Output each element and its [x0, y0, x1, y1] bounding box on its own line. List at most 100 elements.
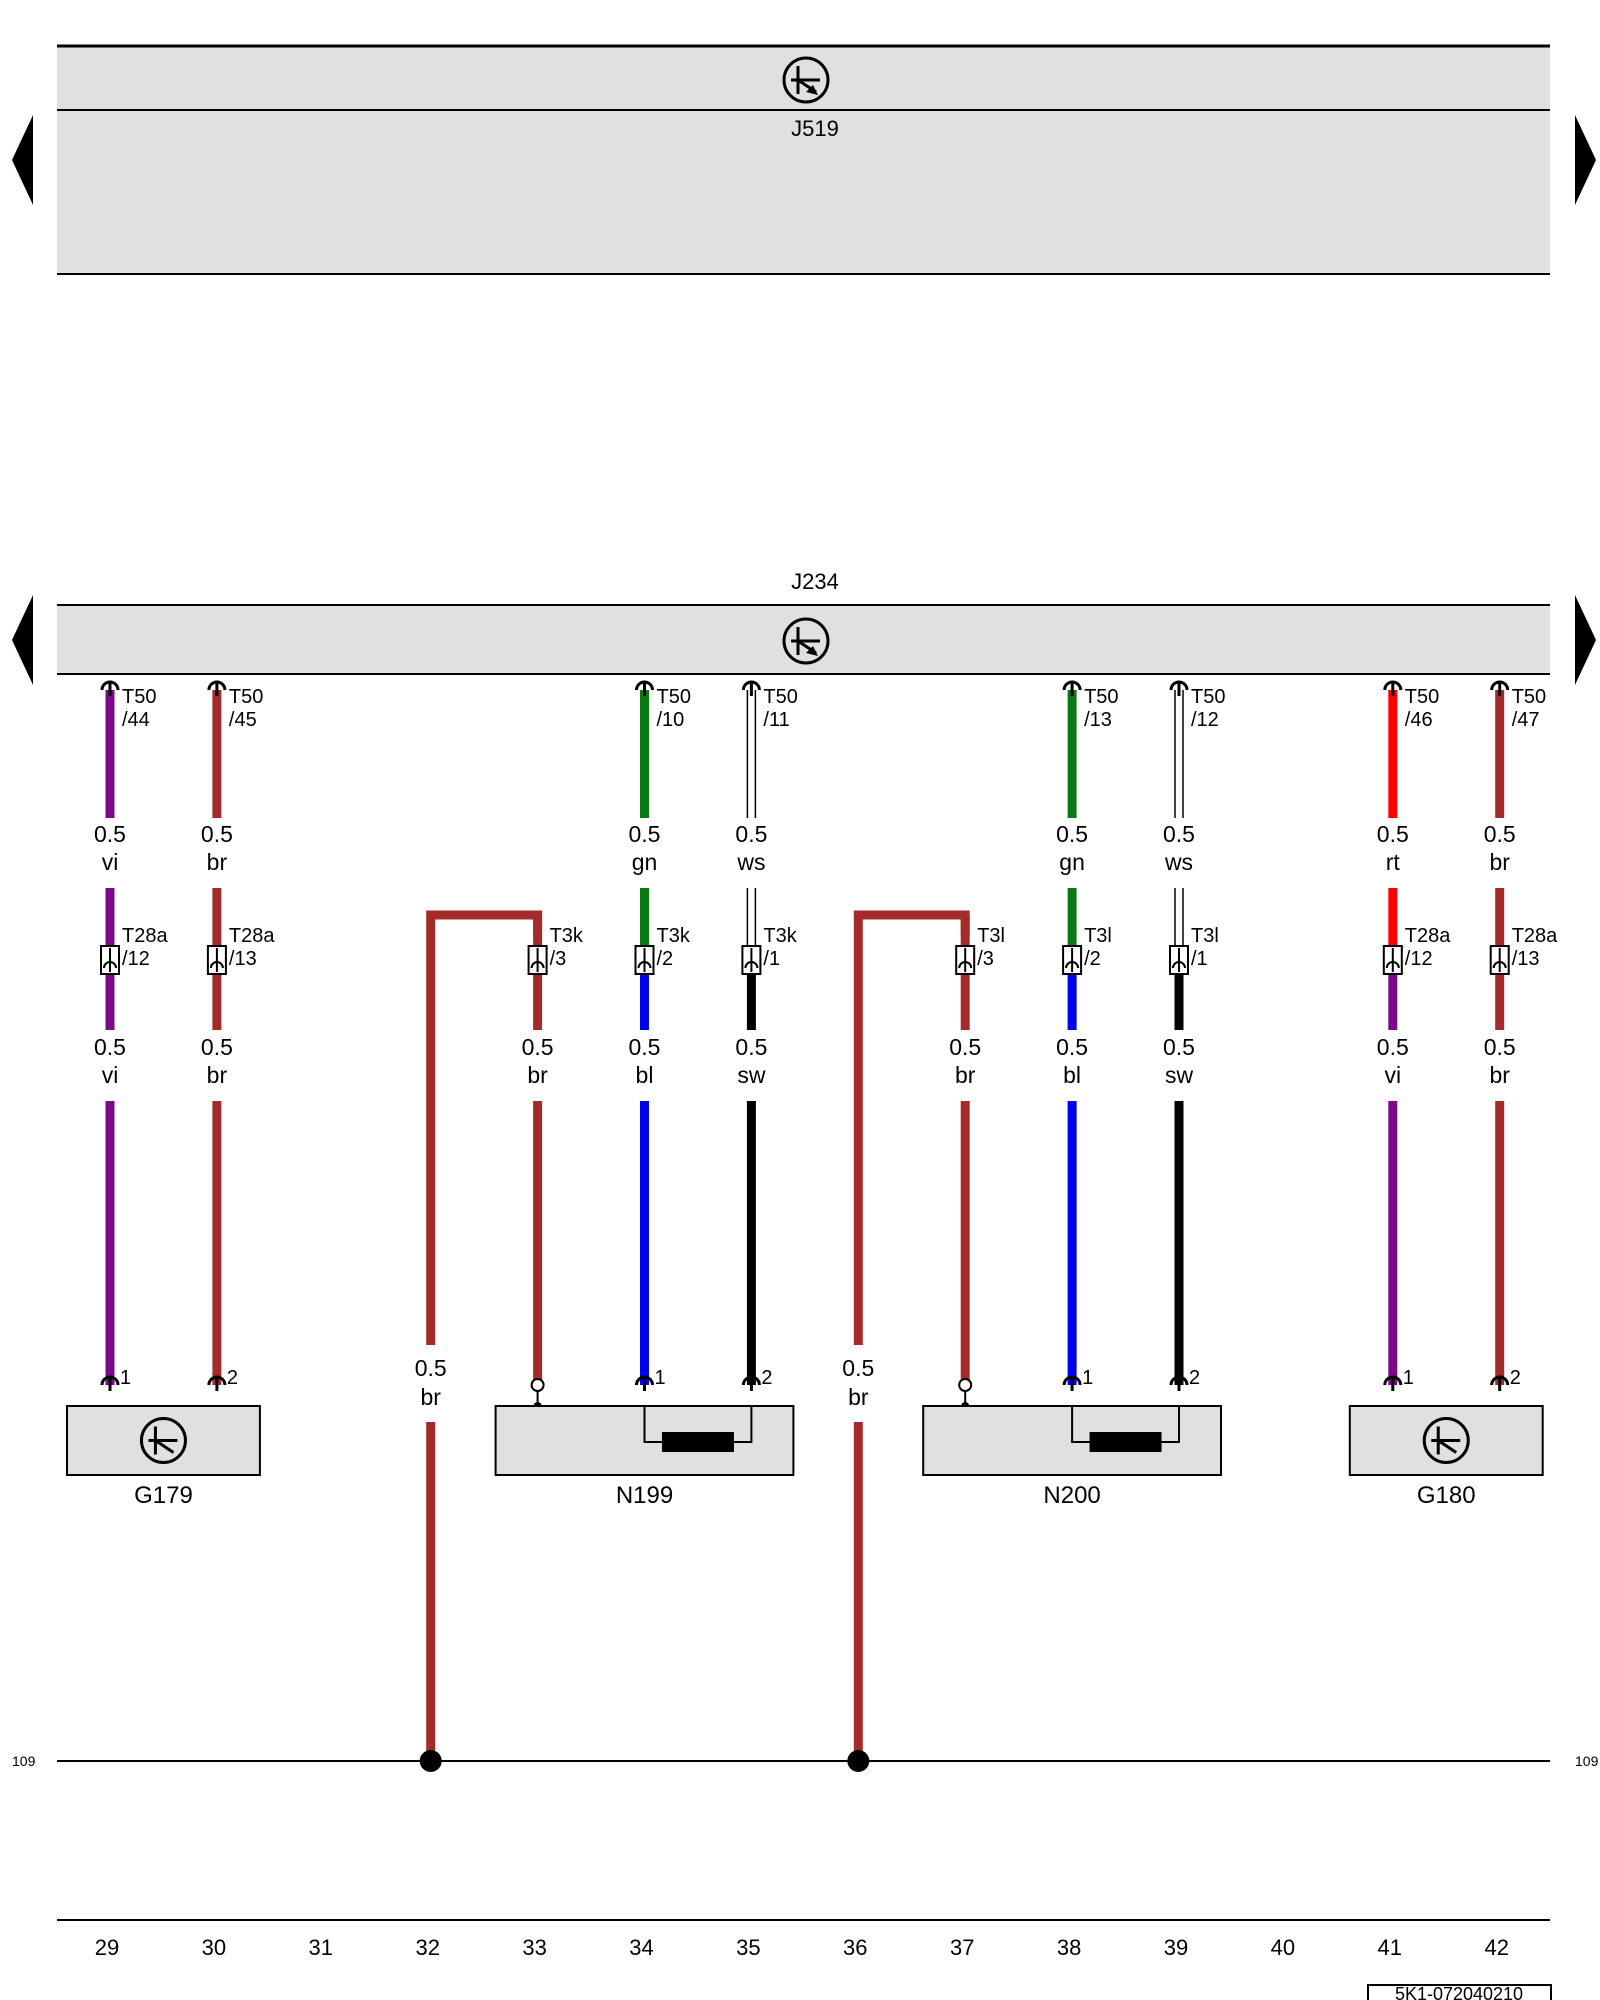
sensor-icon-arrow: [1437, 1439, 1458, 1454]
module-j234-label: J234: [791, 569, 839, 594]
column-number-33: 33: [522, 1935, 546, 1960]
column-number-37: 37: [950, 1935, 974, 1960]
component-label: G180: [1417, 1482, 1476, 1509]
wire-color-upper: gn: [632, 849, 658, 875]
valve-coil: [661, 1432, 734, 1452]
wire-size-lower: 0.5: [1163, 1034, 1195, 1060]
component-pin-label: 2: [761, 1367, 772, 1389]
connector-label-mid: T3k: [763, 925, 797, 947]
wire-size-lower: 0.5: [201, 1034, 233, 1060]
pin-label-top: /12: [1191, 709, 1219, 731]
ground-wire-col-36: 0.5br: [842, 910, 970, 1772]
open-terminal: [958, 1378, 973, 1392]
wire-size-lower: 0.5: [949, 1034, 981, 1060]
component-g179: G179: [66, 1405, 261, 1509]
module-j519-label: J519: [791, 116, 839, 141]
connector-label-mid: T28a: [1512, 925, 1558, 947]
connector-label-top: T50: [1512, 686, 1546, 708]
ground-bus: 109 109: [12, 1753, 1599, 1769]
wire-size-lower: 0.5: [735, 1034, 767, 1060]
ground-wire-col-32: 0.5 br: [415, 910, 543, 1772]
wire-color-lower: br: [955, 1062, 976, 1088]
connector-label-top: T50: [122, 686, 156, 708]
wire-size-upper: 0.5: [94, 821, 126, 847]
bus-ref-right: 109: [1575, 1753, 1599, 1769]
column-number-34: 34: [629, 1935, 653, 1960]
modules-layer: J519 J234: [12, 44, 1596, 685]
wire-col-37: T3l/30.5br: [949, 915, 1005, 1410]
connector-label-mid: T28a: [122, 925, 168, 947]
connector-label-mid: T28a: [1405, 925, 1451, 947]
wire-size-lower: 0.5: [629, 1034, 661, 1060]
connector-label-top: T50: [657, 686, 691, 708]
pin-label-mid: /13: [229, 948, 257, 970]
page-next-arrow-top[interactable]: [1575, 115, 1596, 205]
pin-label-top: /45: [229, 709, 257, 731]
wire-color-lower: sw: [1165, 1062, 1194, 1088]
pin-label-mid: /13: [1512, 948, 1540, 970]
ground-wire-color: br: [420, 1384, 441, 1410]
connector-label-top: T50: [1084, 686, 1118, 708]
component-n200: N200: [922, 1405, 1222, 1509]
wire-color-lower: sw: [737, 1062, 766, 1088]
component-g180: G180: [1348, 1405, 1544, 1509]
wire-size-upper: 0.5: [201, 821, 233, 847]
sensor-icon: [1422, 1417, 1470, 1464]
pin-label-mid: /3: [977, 948, 994, 970]
wire-color-lower: bl: [1063, 1062, 1081, 1088]
column-number-32: 32: [415, 1935, 439, 1960]
column-number-40: 40: [1271, 1935, 1295, 1960]
column-number-30: 30: [202, 1935, 226, 1960]
wire-size-upper: 0.5: [629, 821, 661, 847]
valve-coil-icon: [1071, 1406, 1180, 1452]
pin-label-top: /44: [122, 709, 150, 731]
connector-label-top: T50: [229, 686, 263, 708]
component-pin-label: 2: [1189, 1367, 1200, 1389]
page-prev-arrow-top[interactable]: [12, 115, 33, 205]
wire-size-upper: 0.5: [1163, 821, 1195, 847]
component-pin-label: 2: [1510, 1367, 1521, 1389]
column-number-39: 39: [1164, 1935, 1188, 1960]
column-number-35: 35: [736, 1935, 760, 1960]
sensor-icon-ring: [1422, 1417, 1470, 1464]
component-n199: N199: [494, 1405, 795, 1509]
wire-color-lower: bl: [636, 1062, 654, 1088]
connector-label-top: T50: [1405, 686, 1439, 708]
wire-size-lower: 0.5: [522, 1034, 554, 1060]
pin-label-mid: /12: [1405, 948, 1433, 970]
doc-id-box: [1367, 1984, 1552, 2000]
pin-label-top: /47: [1512, 709, 1540, 731]
wire-color-lower: br: [207, 1062, 228, 1088]
sensor-icon-ring: [139, 1417, 187, 1464]
control-unit-icon: [782, 617, 830, 665]
column-number-29: 29: [95, 1935, 119, 1960]
valve-coil-icon: [643, 1406, 753, 1452]
wire-color-lower: vi: [1384, 1062, 1401, 1088]
wire-size-upper: 0.5: [1377, 821, 1409, 847]
ground-wire-size: 0.5: [415, 1355, 447, 1381]
connector-label-mid: T28a: [229, 925, 275, 947]
wire-color-lower: vi: [102, 1062, 119, 1088]
pin-label-top: /46: [1405, 709, 1433, 731]
column-number-31: 31: [309, 1935, 333, 1960]
column-number-36: 36: [843, 1935, 867, 1960]
wire-size-lower: 0.5: [1484, 1034, 1516, 1060]
control-unit-icon: [782, 56, 830, 104]
wires-layer: T50/440.5viT28a/120.5vi1T50/450.5brT28a/…: [94, 680, 1558, 1410]
pin-label-top: /11: [763, 709, 789, 731]
pin-label-mid: /2: [1084, 948, 1101, 970]
connector-label-top: T50: [1191, 686, 1225, 708]
page-prev-arrow-bottom[interactable]: [12, 595, 33, 685]
wire-color-upper: ws: [736, 849, 765, 875]
page-next-arrow-bottom[interactable]: [1575, 595, 1596, 685]
component-pin-label: 1: [1403, 1367, 1414, 1389]
pin-label-mid: /1: [763, 948, 780, 970]
